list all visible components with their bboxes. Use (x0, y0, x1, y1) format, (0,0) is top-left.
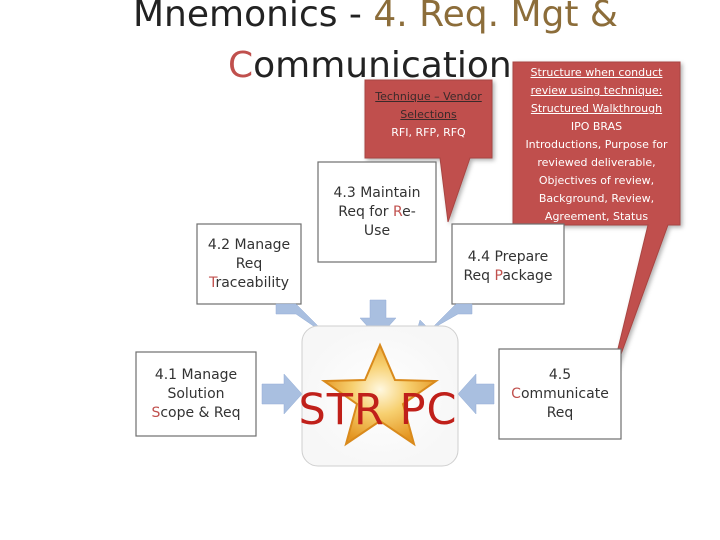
node-4-2-box (196, 223, 302, 305)
node-4-3-box (317, 161, 437, 263)
page-title-line1: Mnemonics - 4. Req. Mgt & (133, 0, 618, 37)
node-4-2: 4.2 Manage Req Traceability (207, 236, 291, 291)
page-title-line2: Communication (228, 45, 512, 86)
vendor-callout (364, 79, 493, 223)
arrow-from-4-5 (457, 373, 495, 415)
center-label: STR PC (298, 385, 458, 435)
node-4-5: 4.5 Communicate Req (511, 366, 609, 421)
node-4-1-box (135, 351, 257, 437)
walkthrough-callout-text: Structure when conduct review using tech… (525, 66, 668, 223)
vendor-callout-text: Technique – Vendor Selections RFI, RFP, … (375, 90, 482, 139)
node-4-4-box (451, 223, 565, 305)
node-4-5-box (498, 348, 622, 440)
arrow-from-4-1 (261, 373, 303, 415)
node-4-3: 4.3 Maintain Req for Re- Use (333, 184, 421, 239)
title-highlight: 4. Req. Mgt & (373, 0, 618, 35)
node-4-1: 4.1 Manage Solution Scope & Req (151, 366, 241, 421)
node-4-4: 4.4 Prepare Req Package (463, 249, 553, 284)
star-icon (320, 342, 440, 447)
